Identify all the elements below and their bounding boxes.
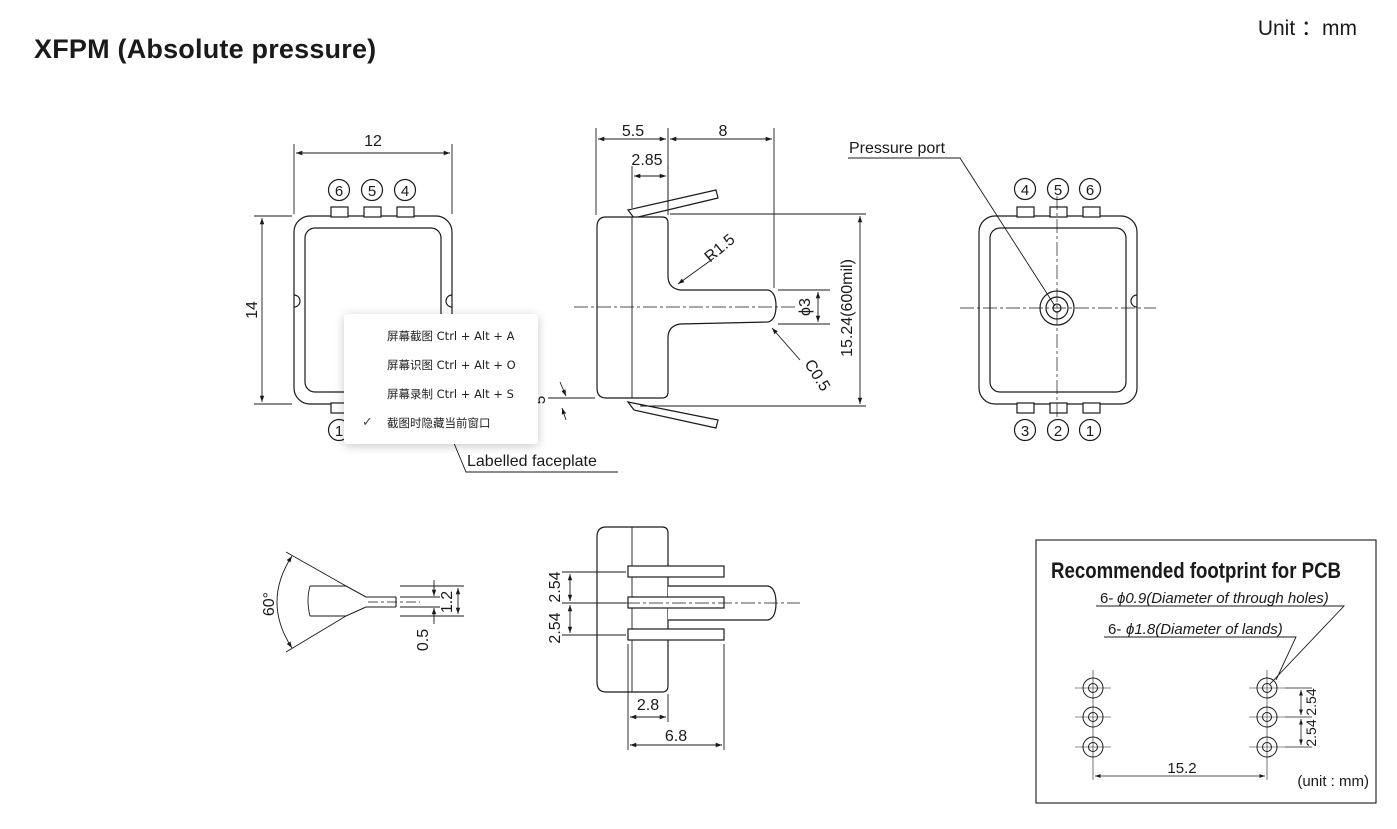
- context-menu: 屏幕截图 Ctrl + Alt + A 屏幕识图 Ctrl + Alt + O …: [344, 314, 538, 444]
- side-dim-b: 8: [719, 123, 728, 140]
- menu-item-screen-record[interactable]: 屏幕录制 Ctrl + Alt + S: [387, 387, 514, 401]
- menu-item-hide-window[interactable]: ✓ 截图时隐藏当前窗口: [344, 409, 538, 437]
- front-pin-top-2: 5: [368, 183, 376, 200]
- side-small-dim: 5: [532, 396, 549, 404]
- lead-dim-a: 1.2: [439, 591, 456, 613]
- bottom-dim-a: 2.8: [637, 697, 659, 714]
- lead-dim-b: 0.5: [415, 629, 432, 651]
- side-view: [435, 128, 866, 473]
- front-pin-top-1: 6: [335, 183, 343, 200]
- footprint-box: [1035, 539, 1377, 804]
- faceplate-callout: Labelled faceplate: [467, 453, 597, 470]
- footprint-pitch-a: 2.54: [1303, 688, 1319, 715]
- bottom-pitch-a: 2.54: [547, 571, 564, 602]
- menu-item-screenshot[interactable]: 屏幕截图 Ctrl + Alt + A: [387, 329, 515, 343]
- back-pin-bottom-3: 1: [1086, 423, 1094, 440]
- back-view: [848, 157, 1156, 442]
- front-height-label: 14: [244, 301, 261, 319]
- back-pin-bottom-1: 3: [1021, 423, 1029, 440]
- bottom-pitch-b: 2.54: [547, 612, 564, 643]
- back-pin-bottom-2: 2: [1054, 423, 1062, 440]
- front-view: [254, 144, 453, 442]
- side-dim-a: 5.5: [622, 123, 644, 140]
- pressure-port-callout: Pressure port: [849, 140, 946, 157]
- footprint-holes-count: 6-: [1100, 590, 1113, 607]
- footprint-unit-note: (unit : mm): [1297, 773, 1369, 790]
- footprint-title: Recommended footprint for PCB: [1051, 558, 1341, 583]
- page-title: XFPM (Absolute pressure): [34, 34, 377, 64]
- footprint-row-spacing: 15.2: [1167, 760, 1196, 777]
- side-chamfer: C0.5: [801, 357, 833, 395]
- back-pin-top-2: 5: [1054, 182, 1062, 199]
- menu-item-hide-window-label: 截图时隐藏当前窗口: [387, 416, 491, 430]
- unit-label: Unit ：mm: [1257, 17, 1357, 40]
- footprint-lands-label: ϕ1.8(Diameter of lands): [1126, 621, 1283, 638]
- bottom-dim-b: 6.8: [665, 728, 687, 745]
- front-width-label: 12: [364, 133, 382, 150]
- back-pin-top-3: 6: [1086, 182, 1094, 199]
- bottom-view: [562, 526, 800, 750]
- side-height: 15.24(600mil): [839, 259, 856, 357]
- side-dim-c: 2.85: [631, 152, 662, 169]
- side-body: [596, 216, 777, 399]
- back-body-outline: [978, 215, 1138, 405]
- front-pin-top-3: 4: [401, 183, 409, 200]
- footprint-pitch-b: 2.54: [1303, 719, 1319, 746]
- lead-angle: 60°: [261, 592, 278, 616]
- lead-detail: [276, 551, 464, 653]
- footprint-holes-label: ϕ0.9(Diameter of through holes): [1117, 590, 1329, 607]
- menu-item-image-recognition[interactable]: 屏幕识图 Ctrl + Alt + O: [387, 358, 516, 372]
- back-pin-top-1: 4: [1021, 182, 1029, 199]
- checkmark-icon: ✓: [362, 415, 373, 430]
- footprint-lands-count: 6-: [1108, 621, 1121, 638]
- front-pin-bottom-1: 1: [335, 423, 343, 440]
- side-port-diameter: ϕ3: [797, 298, 814, 316]
- side-radius: R1.5: [702, 231, 739, 266]
